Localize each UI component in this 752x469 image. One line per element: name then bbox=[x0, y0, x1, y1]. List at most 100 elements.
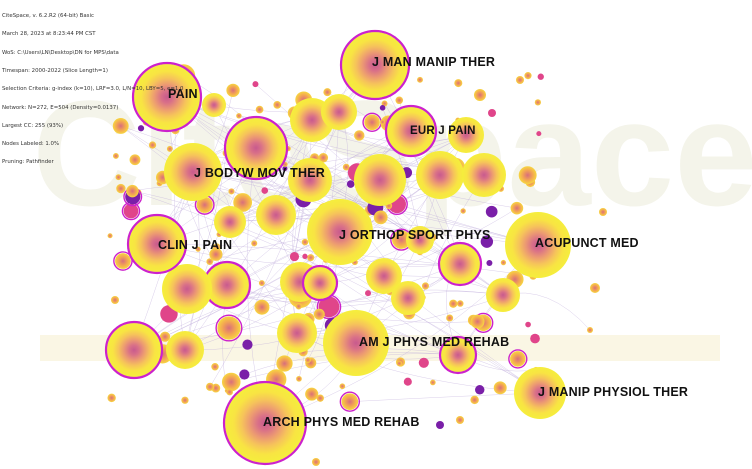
burst-ring bbox=[215, 314, 243, 342]
burst-ring bbox=[104, 320, 164, 380]
burst-ring bbox=[508, 349, 528, 369]
meta-line: March 28, 2023 at 8:23:44 PM CST bbox=[2, 31, 96, 38]
network-node bbox=[252, 81, 259, 88]
citation-link bbox=[349, 392, 541, 402]
network-node bbox=[255, 105, 264, 114]
network-node bbox=[454, 79, 463, 88]
network-node bbox=[470, 395, 479, 405]
network-node bbox=[282, 166, 288, 172]
network-node bbox=[475, 385, 485, 395]
network-node bbox=[470, 314, 485, 329]
network-node bbox=[166, 331, 204, 369]
node-label-j-man-manip-ther: J MAN MANIP THER bbox=[372, 55, 495, 69]
network-node bbox=[195, 246, 201, 252]
network-node bbox=[341, 393, 359, 410]
node-label-eur-j-pain: EUR J PAIN bbox=[410, 125, 476, 137]
network-node bbox=[391, 281, 425, 315]
network-node bbox=[456, 300, 464, 307]
node-label-j-orthop-sport-phys: J ORTHOP SPORT PHYS bbox=[339, 228, 491, 242]
network-node bbox=[233, 193, 253, 212]
meta-line: Timespan: 2000-2022 (Slice Length=1) bbox=[2, 68, 108, 75]
network-summary-text: CiteSpace, v. 6.2.R2 (64-bit) Basic Marc… bbox=[2, 1, 183, 172]
network-node bbox=[418, 357, 429, 368]
network-node bbox=[460, 208, 466, 214]
meta-line: WoS: C:\Users\LN\Desktop\DN for MPS\data bbox=[2, 49, 119, 56]
burst-ring bbox=[437, 241, 483, 287]
network-node bbox=[107, 393, 116, 403]
network-node bbox=[302, 253, 308, 259]
network-node bbox=[301, 238, 309, 246]
network-node bbox=[395, 96, 404, 105]
burst-ring bbox=[126, 213, 188, 275]
network-node bbox=[480, 235, 494, 248]
node-label-clin-j-pain: CLIN J PAIN bbox=[158, 238, 232, 252]
network-node bbox=[313, 308, 325, 320]
meta-line: Network: N=272, E=504 (Density=0.0137) bbox=[2, 104, 119, 111]
network-node bbox=[321, 94, 357, 130]
network-node bbox=[261, 187, 269, 194]
network-node bbox=[530, 333, 540, 344]
network-node bbox=[221, 372, 241, 392]
burst-ring bbox=[131, 61, 203, 133]
network-node bbox=[277, 313, 317, 353]
node-j-man-manip-ther bbox=[342, 32, 408, 98]
burst-ring bbox=[384, 104, 438, 158]
network-node bbox=[217, 316, 241, 340]
network-node bbox=[406, 226, 434, 254]
network-node bbox=[295, 303, 302, 310]
network-node bbox=[416, 151, 464, 199]
node-clin-j-pain bbox=[129, 216, 185, 272]
network-node bbox=[211, 363, 219, 371]
burst-ring bbox=[438, 335, 478, 375]
node-label-arch-phys-med-rehab: ARCH PHYS MED REHAB bbox=[263, 415, 420, 429]
network-node bbox=[590, 283, 600, 293]
network-node bbox=[440, 244, 480, 284]
node-label-j-bodyw-mov-ther: J BODYW MOV THER bbox=[194, 166, 325, 180]
node-label-am-j-phys-med-rehab: AM J PHYS MED REHAB bbox=[359, 335, 509, 349]
burst-ring bbox=[339, 29, 411, 101]
network-node bbox=[318, 152, 329, 163]
node-arch-phys-med-rehab bbox=[225, 383, 305, 463]
network-node bbox=[316, 394, 324, 402]
network-node bbox=[162, 264, 212, 314]
network-node bbox=[486, 259, 493, 266]
network-node bbox=[288, 158, 332, 202]
network-node bbox=[181, 396, 189, 404]
network-node bbox=[148, 141, 157, 149]
network-node bbox=[518, 166, 537, 185]
network-node bbox=[403, 377, 412, 386]
burst-ring bbox=[222, 380, 308, 466]
burst-ring bbox=[339, 391, 361, 412]
network-node bbox=[304, 267, 336, 299]
node-eur-j-pain bbox=[387, 107, 435, 155]
node-acupunct-med bbox=[505, 212, 571, 278]
network-node bbox=[587, 327, 593, 333]
network-node bbox=[137, 125, 145, 132]
network-node bbox=[159, 331, 171, 342]
network-node bbox=[242, 339, 253, 350]
labeled-nodes bbox=[104, 29, 571, 466]
network-node bbox=[346, 180, 355, 188]
node-pain bbox=[134, 64, 200, 130]
network-node bbox=[226, 83, 240, 98]
network-node bbox=[236, 113, 242, 119]
network-node bbox=[342, 163, 350, 171]
meta-line: Pruning: Pathfinder bbox=[2, 159, 54, 166]
network-node bbox=[500, 259, 507, 266]
network-node bbox=[488, 109, 496, 117]
network-node bbox=[226, 118, 286, 178]
network-node bbox=[485, 205, 498, 218]
node-am-j-phys-med-rehab bbox=[323, 310, 389, 376]
network-node bbox=[536, 131, 542, 137]
network-node bbox=[381, 100, 388, 107]
network-node bbox=[462, 153, 506, 197]
network-node bbox=[209, 247, 223, 261]
network-node bbox=[107, 233, 113, 239]
network-node bbox=[115, 174, 122, 181]
network-node bbox=[273, 100, 282, 109]
network-node bbox=[534, 99, 542, 106]
network-node bbox=[516, 76, 524, 84]
network-node bbox=[493, 381, 507, 395]
burst-ring bbox=[223, 115, 289, 181]
network-node bbox=[239, 369, 250, 380]
